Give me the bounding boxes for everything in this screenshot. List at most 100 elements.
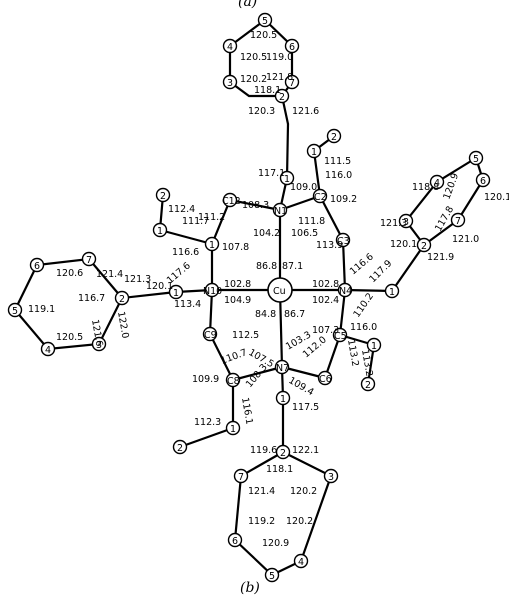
atom-label: 7	[238, 472, 244, 483]
atom-top-3	[222, 74, 238, 90]
angle-label: 109.4	[287, 375, 316, 398]
angle-label: 119.1	[28, 304, 55, 315]
atom-label: N10	[203, 286, 222, 297]
bond	[208, 288, 214, 336]
angle-label: 121.6	[89, 319, 105, 348]
atom-c9	[202, 326, 218, 342]
atom-label: 2	[279, 92, 285, 103]
atom-n10	[204, 282, 220, 298]
atom-right-2	[416, 237, 432, 253]
atom-label: C2	[314, 192, 327, 203]
atom-top-6	[284, 38, 300, 54]
atom-right-7	[450, 212, 466, 228]
angle-label: 120.1	[146, 281, 173, 292]
atom-label: 3	[328, 472, 334, 483]
angle-label: 120.5	[240, 52, 267, 63]
angle-label: 113.2	[345, 339, 361, 368]
angle-label: 120.2	[286, 516, 313, 527]
bond	[312, 149, 322, 198]
angle-label: 111.8	[298, 216, 325, 227]
angle-label: 113.9	[316, 240, 343, 251]
angle-label: 102.8	[312, 279, 339, 290]
angle-label: 108.3	[242, 200, 269, 211]
angle-label: 106.5	[291, 228, 318, 239]
atom-left-2	[114, 290, 130, 306]
atom-top-7	[284, 74, 300, 90]
atom-label: Cu	[273, 286, 286, 297]
atom-bottom-2	[275, 444, 291, 460]
atom-label: 1	[209, 240, 215, 251]
bond	[158, 228, 214, 246]
bond	[120, 290, 178, 300]
bond	[323, 333, 342, 380]
atom-label: 2	[421, 241, 427, 252]
angle-label: 121.9	[427, 252, 454, 263]
angle-label: 104.9	[224, 295, 251, 306]
atom-bottom-7	[233, 468, 249, 484]
atom-label: 2	[177, 443, 183, 454]
angle-label: 120.5	[250, 30, 277, 41]
angle-label: 121.4	[96, 269, 123, 280]
angle-label: 116.0	[325, 170, 352, 181]
atom-c5-sub-1	[366, 337, 382, 353]
bond	[318, 194, 345, 242]
angle-label: 84.8	[255, 309, 276, 320]
angle-label: 116.1	[239, 397, 255, 426]
atom-left-1	[168, 284, 184, 300]
bond	[178, 426, 235, 449]
angle-label: 117.5	[292, 402, 319, 413]
atom-right-6	[475, 172, 491, 188]
angle-label: 104.2	[253, 228, 280, 239]
atom-right-1	[384, 283, 400, 299]
angle-label: 116.6	[172, 247, 199, 258]
angle-label: 112.3	[194, 417, 221, 428]
atom-c11	[204, 236, 220, 252]
angle-label: 118.8	[412, 182, 439, 193]
angle-label: 110.2	[351, 291, 376, 320]
angle-label: 120.6	[56, 268, 83, 279]
atom-label: 1	[280, 394, 286, 405]
angle-label: 109.9	[192, 374, 219, 385]
angle-label: 116.7	[78, 293, 105, 304]
atom-ethyl-2	[326, 128, 342, 144]
atom-n7	[274, 359, 290, 375]
atom-top-4	[222, 38, 238, 54]
angle-label: 120.9	[441, 172, 461, 201]
angle-label: 119.6	[250, 445, 277, 456]
bond	[343, 288, 394, 293]
atom-n4	[337, 282, 353, 298]
angle-label: 113.2	[359, 349, 375, 378]
angle-label: 121.3	[124, 274, 151, 285]
angle-label: 102.8	[224, 279, 251, 290]
atom-label: C5	[334, 331, 347, 342]
bond	[231, 365, 284, 382]
atom-label: C3	[337, 236, 350, 247]
atom-label: 3	[227, 78, 233, 89]
angle-label: 121.3	[380, 218, 407, 229]
angle-label: 121.8	[266, 72, 293, 83]
bond-ring-right	[404, 156, 485, 247]
atom-label: 5	[473, 154, 479, 165]
panel-b-caption: (b)	[240, 580, 260, 595]
angle-label: 109.2	[330, 194, 357, 205]
angle-label: 122.0	[115, 311, 131, 340]
atom-c8-sub-1	[225, 420, 241, 436]
atom-label: 5	[12, 306, 18, 317]
atom-label: 1	[371, 341, 377, 352]
angle-label: 120.9	[262, 538, 289, 549]
atom-c2	[312, 188, 328, 204]
atom-bottom-4	[293, 553, 309, 569]
angle-label: 110.7	[219, 347, 248, 367]
angle-label: 87.1	[282, 261, 303, 272]
atom-bottom-3	[323, 468, 339, 484]
angle-label: 120.1	[390, 239, 417, 250]
atom-left-3	[91, 336, 107, 352]
atom-label: 1	[157, 226, 163, 237]
angle-label: 117.1	[258, 168, 285, 179]
angle-label: 121.6	[292, 106, 319, 117]
atom-label: 5	[269, 571, 275, 582]
angle-label: 111.5	[324, 156, 351, 167]
angle-label: 116.0	[350, 322, 377, 333]
atom-left-6	[29, 257, 45, 273]
bond	[285, 122, 290, 180]
